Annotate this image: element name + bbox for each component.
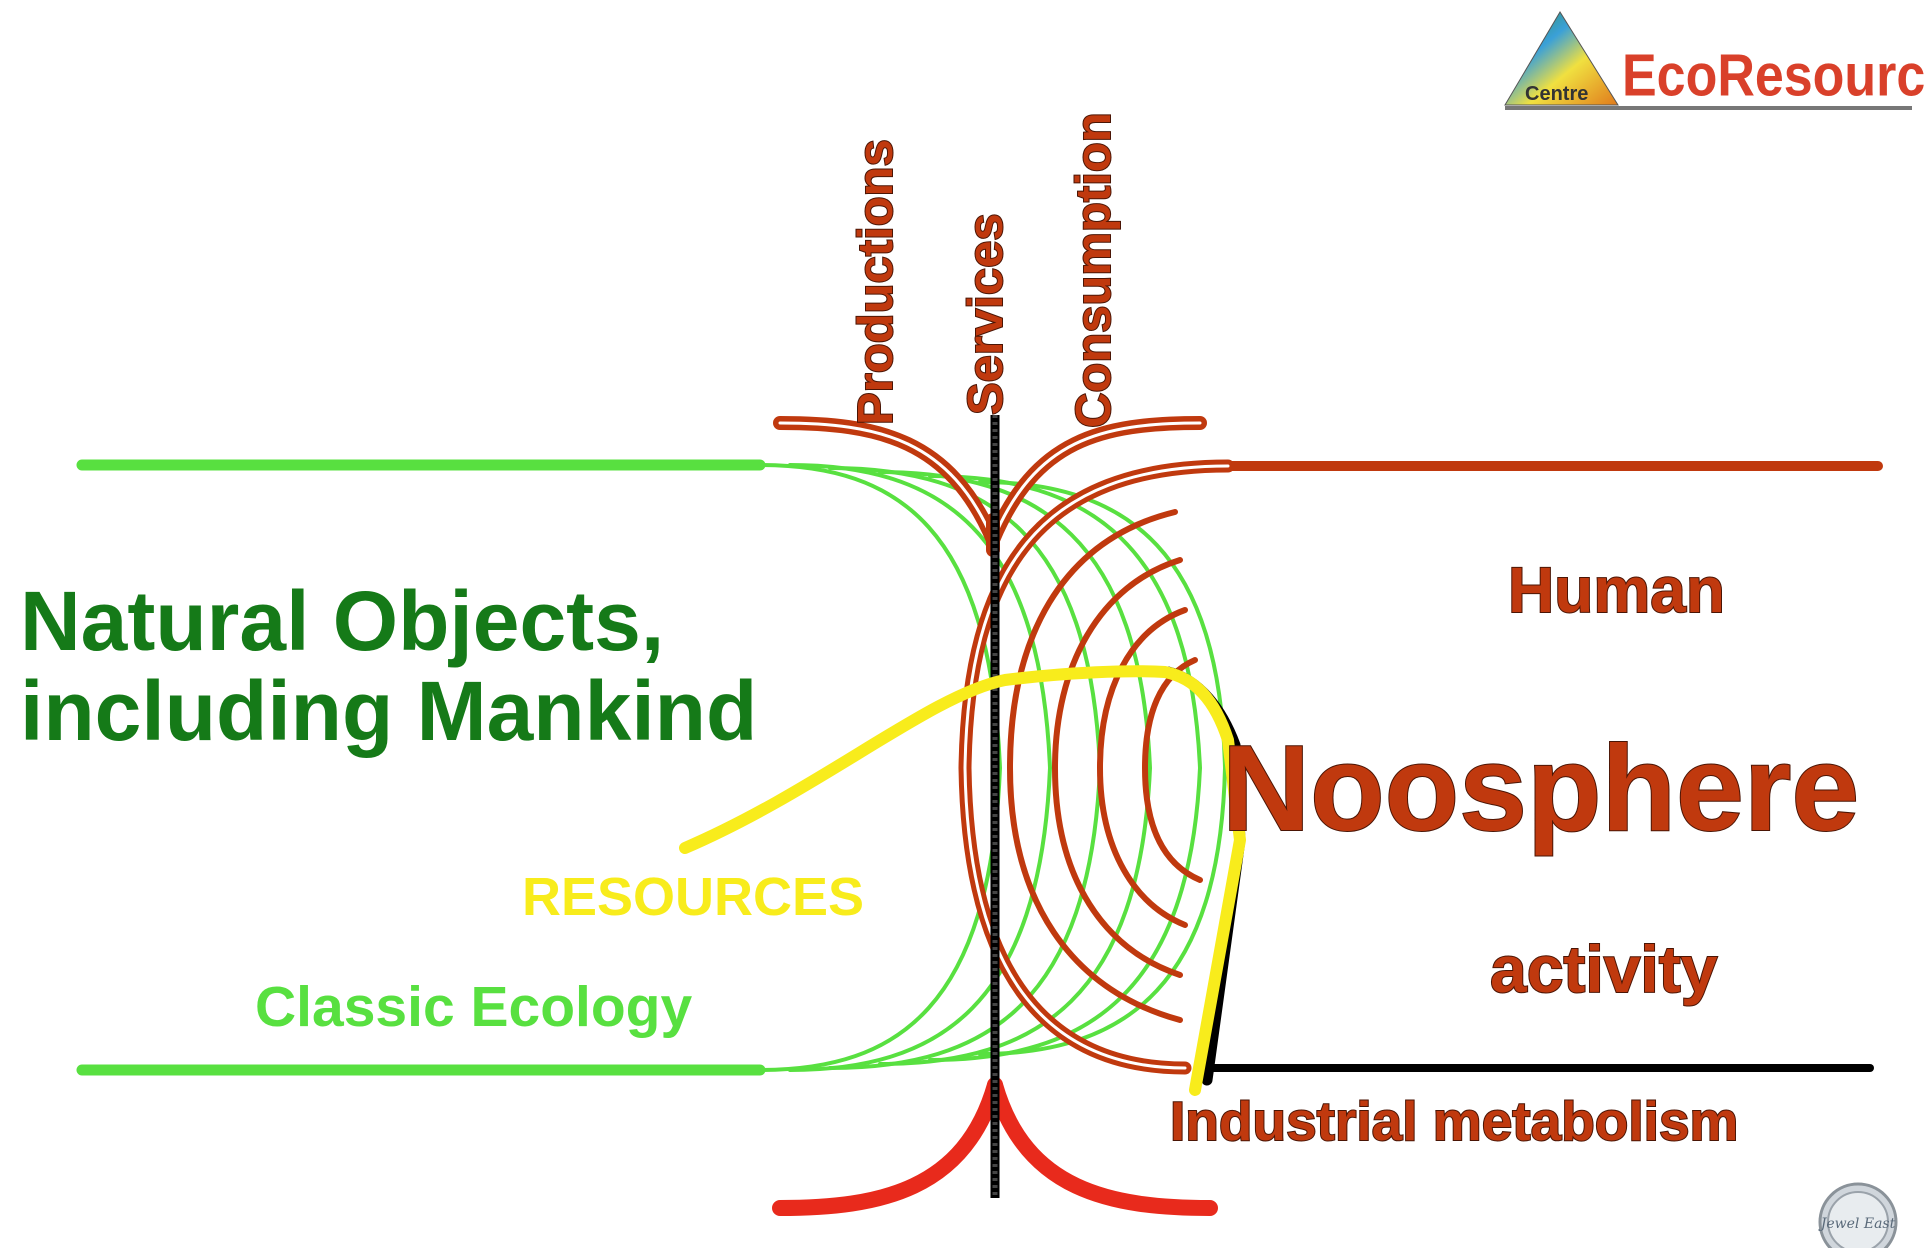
brown-arc — [1051, 557, 1183, 978]
bottom-fork — [772, 1077, 1218, 1216]
logo-brand-text: EcoResource — [1622, 41, 1924, 108]
logo-centre-text: Centre — [1525, 83, 1588, 105]
jewel-east-badge: Jewel East — [1818, 1182, 1898, 1248]
brown-arc — [1141, 657, 1203, 883]
classic-ecology-label: Classic Ecology — [255, 975, 692, 1039]
brown-arc — [1096, 607, 1188, 928]
green-arc — [788, 463, 1053, 1072]
resources-label: RESOURCES — [522, 867, 864, 927]
natural-objects-label: Natural Objects, — [20, 574, 664, 668]
industrial-metabolism-label: Industrial metabolism — [1170, 1090, 1738, 1152]
logo-triangle-icon — [1504, 11, 1619, 106]
brown-arc — [1006, 509, 1183, 1023]
activity-label: activity — [1490, 932, 1718, 1006]
brown-outer-arc-inner — [963, 464, 1230, 1070]
consumption-label: Consumption — [1067, 112, 1121, 428]
green-arc — [978, 480, 1228, 1056]
human-activity-band — [958, 459, 1883, 1075]
productions-label: Productions — [849, 139, 903, 425]
including-mankind-label: including Mankind — [20, 664, 757, 758]
human-label: Human — [1508, 554, 1725, 626]
green-arc — [758, 463, 1003, 1072]
resources-curve — [679, 665, 1246, 1096]
services-label: Services — [959, 213, 1013, 415]
badge-text: Jewel East — [1818, 1216, 1896, 1232]
ecoresource-logo: Centre EcoResource — [1504, 11, 1924, 110]
noosphere-label: Noosphere — [1222, 720, 1859, 856]
